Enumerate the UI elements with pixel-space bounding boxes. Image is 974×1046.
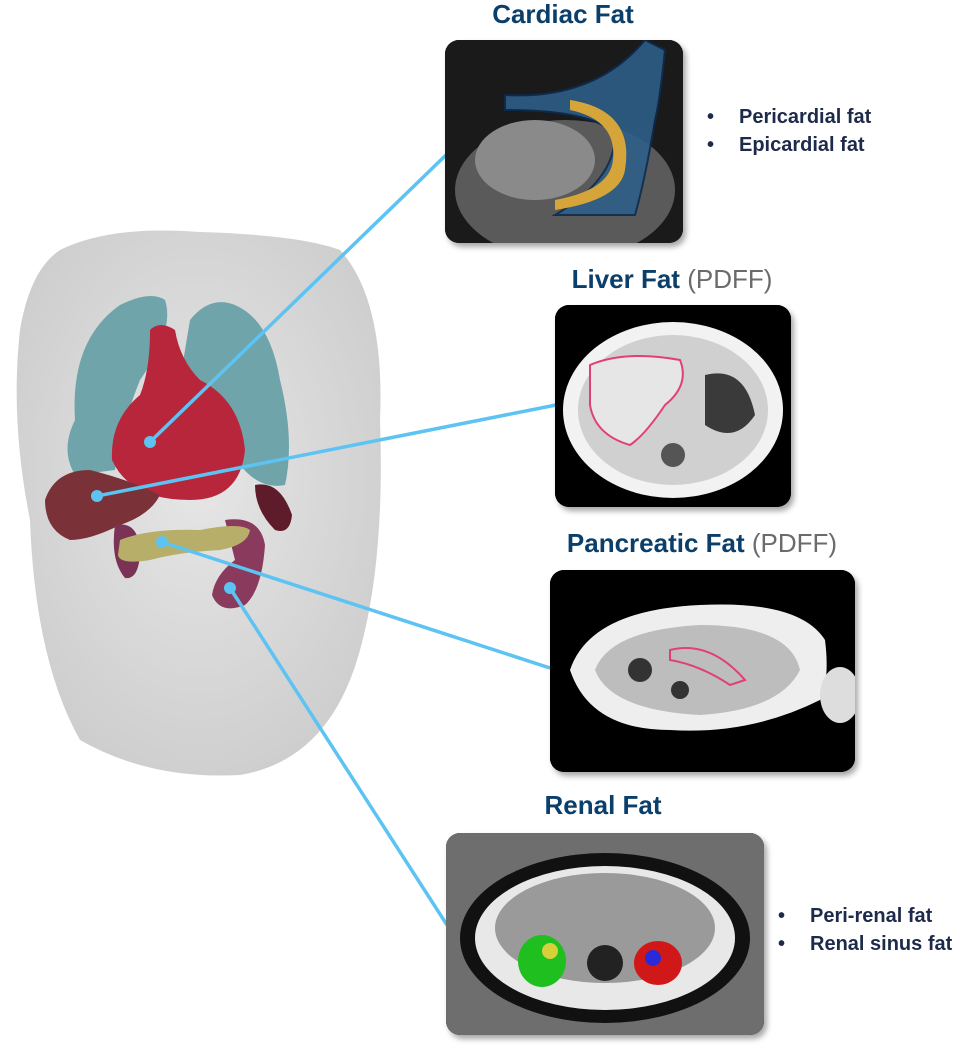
bullet-peri-renal-fat: Peri-renal fat (778, 902, 952, 930)
renal-bullet-list: Peri-renal fat Renal sinus fat (778, 902, 952, 958)
renal-fat-title: Renal Fat (544, 790, 661, 821)
connector-pancreatic (161, 540, 551, 670)
cardiac-title-text: Cardiac Fat (492, 0, 634, 29)
liver-fat-title: Liver Fat (PDFF) (572, 264, 773, 295)
pancreatic-pdff-image (550, 570, 855, 772)
pancreatic-title-text: Pancreatic Fat (566, 528, 745, 558)
spleen-organ (255, 484, 292, 531)
connector-cardiac (148, 153, 448, 444)
pancreas-organ (118, 526, 250, 562)
dot-heart (144, 436, 156, 448)
cardiac-mri-image (445, 40, 683, 243)
cardiac-bullet-list: Pericardial fat Epicardial fat (707, 103, 871, 159)
renal-title-text: Renal Fat (544, 790, 662, 820)
lung-left (67, 296, 168, 475)
dot-kidney (224, 582, 236, 594)
bullet-renal-sinus-fat: Renal sinus fat (778, 930, 952, 958)
connector-renal (228, 587, 449, 926)
pancreatic-fat-title: Pancreatic Fat (PDFF) (567, 528, 837, 559)
renal-mri-image (446, 833, 764, 1035)
cardiac-fat-title: Cardiac Fat (492, 0, 634, 30)
liver-title-text: Liver Fat (571, 264, 680, 294)
lung-right (180, 302, 289, 486)
connectors (91, 153, 557, 926)
bullet-pericardial-fat: Pericardial fat (707, 103, 871, 131)
pancreatic-title-subtitle: (PDFF) (751, 528, 838, 558)
liver-pdff-image (555, 305, 791, 507)
dot-liver (91, 490, 103, 502)
dot-pancreas (156, 536, 168, 548)
liver-title-subtitle: (PDFF) (687, 264, 773, 294)
connector-liver (96, 403, 557, 498)
bullet-epicardial-fat: Epicardial fat (707, 131, 871, 159)
